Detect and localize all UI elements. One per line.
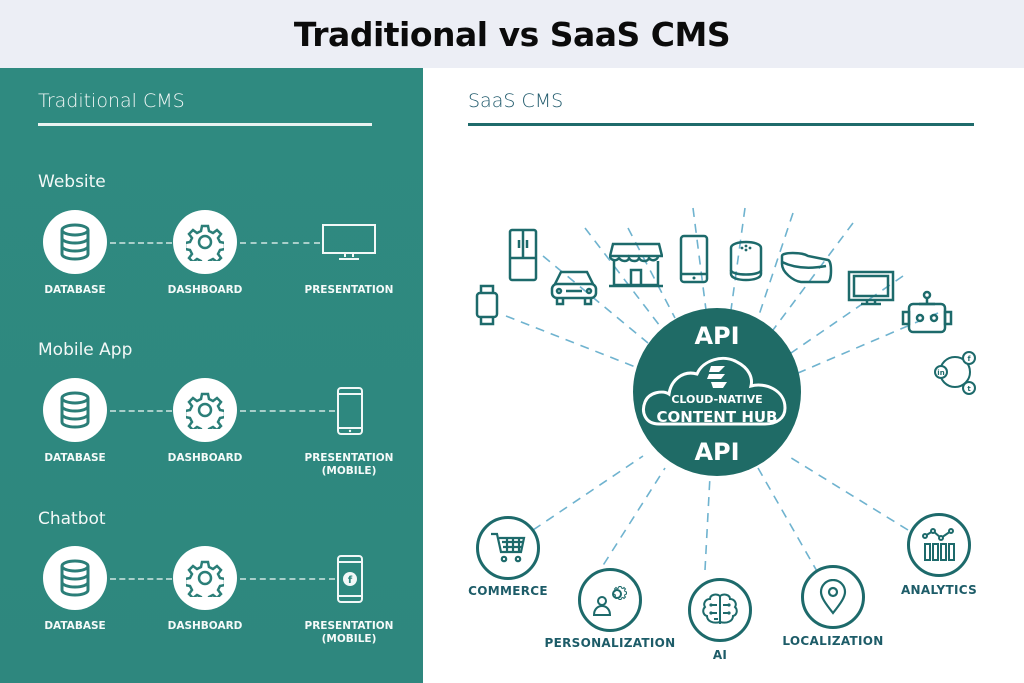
panel-title: Traditional CMS (38, 90, 185, 112)
connector-line (240, 242, 320, 244)
divider (38, 123, 372, 126)
caption-dashboard: DASHBOARD (167, 452, 243, 464)
service-personalization (578, 568, 642, 632)
service-ai (688, 578, 752, 642)
map-pin-icon (819, 579, 847, 615)
shopping-cart-icon (491, 532, 526, 563)
connector-line (110, 410, 172, 412)
user-gear-icon (592, 586, 627, 616)
gear-icon (186, 560, 224, 597)
database-icon (60, 223, 90, 261)
row-label-website: Website (38, 172, 106, 192)
gear-icon (186, 224, 224, 261)
connector-lines (505, 207, 939, 579)
divider (468, 123, 974, 126)
refrigerator-icon (508, 228, 538, 282)
svg-text:f: f (967, 355, 971, 363)
smartwatch-icon (475, 284, 499, 326)
traditional-cms-panel: Traditional CMS Website DATABASE DASHBOA… (0, 68, 423, 683)
smart-speaker-icon (729, 240, 763, 282)
robot-icon (901, 290, 953, 334)
database-node (43, 210, 107, 274)
content-hub: API CLOUD-NATIVE CONTENT HUB API (633, 308, 801, 476)
hub-line-1: CLOUD-NATIVE (671, 393, 763, 406)
connector-line (240, 410, 335, 412)
database-node (43, 546, 107, 610)
smartphone-icon (337, 387, 363, 435)
caption-dashboard: DASHBOARD (167, 284, 243, 296)
dashboard-node (173, 378, 237, 442)
caption-database: DATABASE (44, 284, 106, 296)
database-icon (60, 391, 90, 429)
caption-personalization: PERSONALIZATION (544, 636, 676, 650)
caption-presentation-mobile: PRESENTATION (MOBILE) (304, 620, 394, 645)
storefront-icon (609, 242, 663, 288)
tv-icon (847, 270, 895, 306)
svg-text:t: t (967, 385, 971, 393)
gear-icon (186, 392, 224, 429)
service-localization (801, 565, 865, 629)
dashboard-node (173, 546, 237, 610)
header: Traditional vs SaaS CMS (0, 0, 1024, 68)
caption-commerce: COMMERCE (468, 584, 548, 598)
panel-title: SaaS CMS (468, 90, 564, 112)
svg-text:in: in (937, 369, 944, 377)
dashboard-node (173, 210, 237, 274)
svg-text:f: f (348, 575, 353, 586)
caption-presentation-mobile: PRESENTATION (MOBILE) (304, 452, 394, 477)
service-commerce (476, 516, 540, 580)
analytics-chart-icon (922, 528, 955, 561)
caption-presentation: PRESENTATION (304, 284, 394, 296)
caption-analytics: ANALYTICS (900, 583, 978, 597)
row-label-chatbot: Chatbot (38, 509, 106, 529)
caption-localization: LOCALIZATION (782, 634, 884, 648)
service-analytics (907, 513, 971, 577)
social-network-icon: in f t (934, 351, 976, 395)
connector-line (240, 578, 335, 580)
car-icon (550, 270, 598, 306)
connector-line (110, 242, 172, 244)
vr-headset-icon (780, 251, 833, 284)
database-icon (60, 559, 90, 597)
caption-dashboard: DASHBOARD (167, 620, 243, 632)
smartphone-icon (679, 234, 709, 284)
caption-database: DATABASE (44, 452, 106, 464)
caption-database: DATABASE (44, 620, 106, 632)
smartphone-facebook-icon: f (337, 555, 363, 603)
row-label-mobile-app: Mobile App (38, 340, 133, 360)
caption-ai: AI (712, 648, 728, 662)
monitor-icon (322, 224, 376, 260)
hub-line-2: CONTENT HUB (656, 408, 778, 426)
connector-line (110, 578, 172, 580)
page-title: Traditional vs SaaS CMS (293, 14, 731, 54)
api-label-bottom: API (694, 438, 740, 466)
database-node (43, 378, 107, 442)
brain-circuit-icon (702, 593, 738, 624)
cloud-icon (642, 357, 787, 426)
api-label-top: API (694, 322, 740, 350)
